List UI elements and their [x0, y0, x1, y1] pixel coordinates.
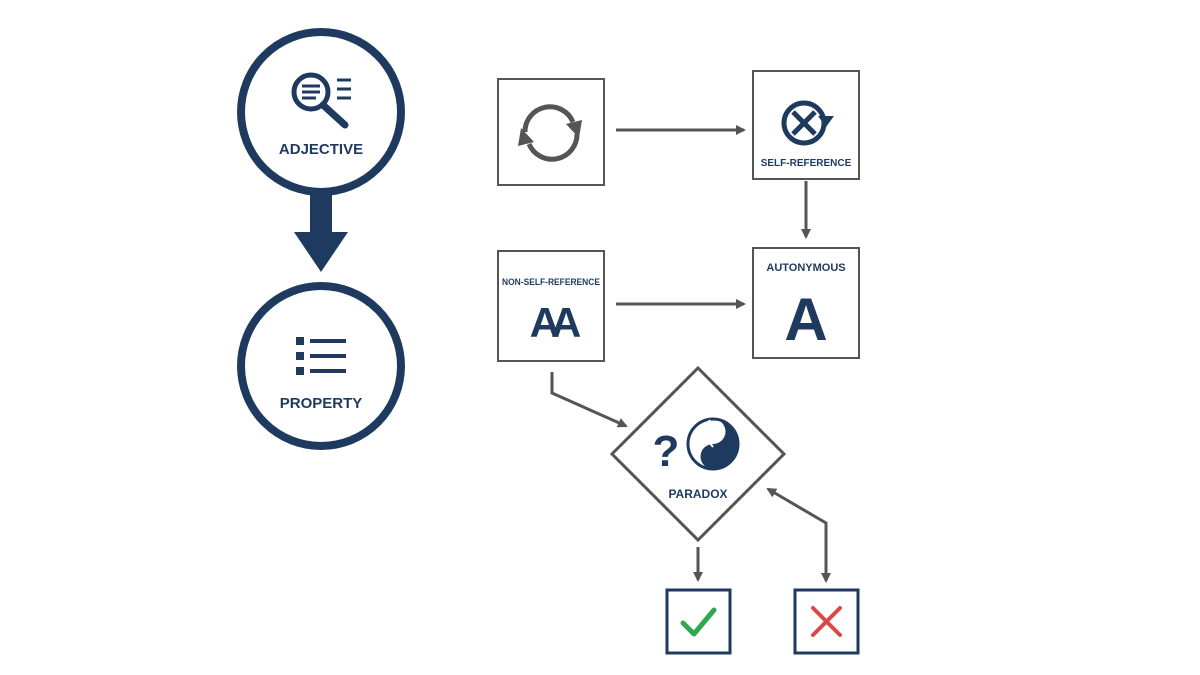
paradox-node: ? PARADOX — [609, 365, 787, 543]
adjective-node: ADJECTIVE — [237, 28, 405, 196]
cross-icon — [811, 606, 842, 637]
check-icon — [680, 607, 717, 637]
self-reference-label: SELF-REFERENCE — [761, 158, 852, 169]
adjective-to-property-arrow — [294, 192, 348, 272]
non-self-reference-label: NON-SELF-REFERENCE — [502, 277, 600, 287]
property-node: PROPERTY — [237, 282, 405, 450]
self-reference-node: SELF-REFERENCE — [752, 70, 860, 180]
autonymous-node: AUTONYMOUS A — [752, 247, 860, 359]
refresh-cycle-icon — [518, 104, 582, 162]
false-paradox-feedback-arrow — [766, 487, 828, 580]
false-outcome-node — [793, 588, 860, 655]
property-label: PROPERTY — [280, 395, 363, 412]
magnifier-document-icon — [291, 72, 351, 129]
non-self-reference-to-paradox-arrow — [550, 372, 628, 428]
paradox-label: PARADOX — [668, 487, 727, 501]
true-outcome-node — [665, 588, 732, 655]
non-self-reference-node: NON-SELF-REFERENCE AA — [497, 250, 605, 362]
adjective-label: ADJECTIVE — [279, 141, 363, 158]
question-mark-glyph: ? — [653, 427, 680, 476]
cycle-node — [497, 78, 605, 186]
a-glyph: A — [784, 286, 827, 353]
crossed-circle-arrow-icon — [781, 100, 834, 146]
list-icon — [296, 337, 346, 375]
autonymous-label: AUTONYMOUS — [766, 262, 845, 274]
yin-yang-icon — [686, 417, 740, 471]
